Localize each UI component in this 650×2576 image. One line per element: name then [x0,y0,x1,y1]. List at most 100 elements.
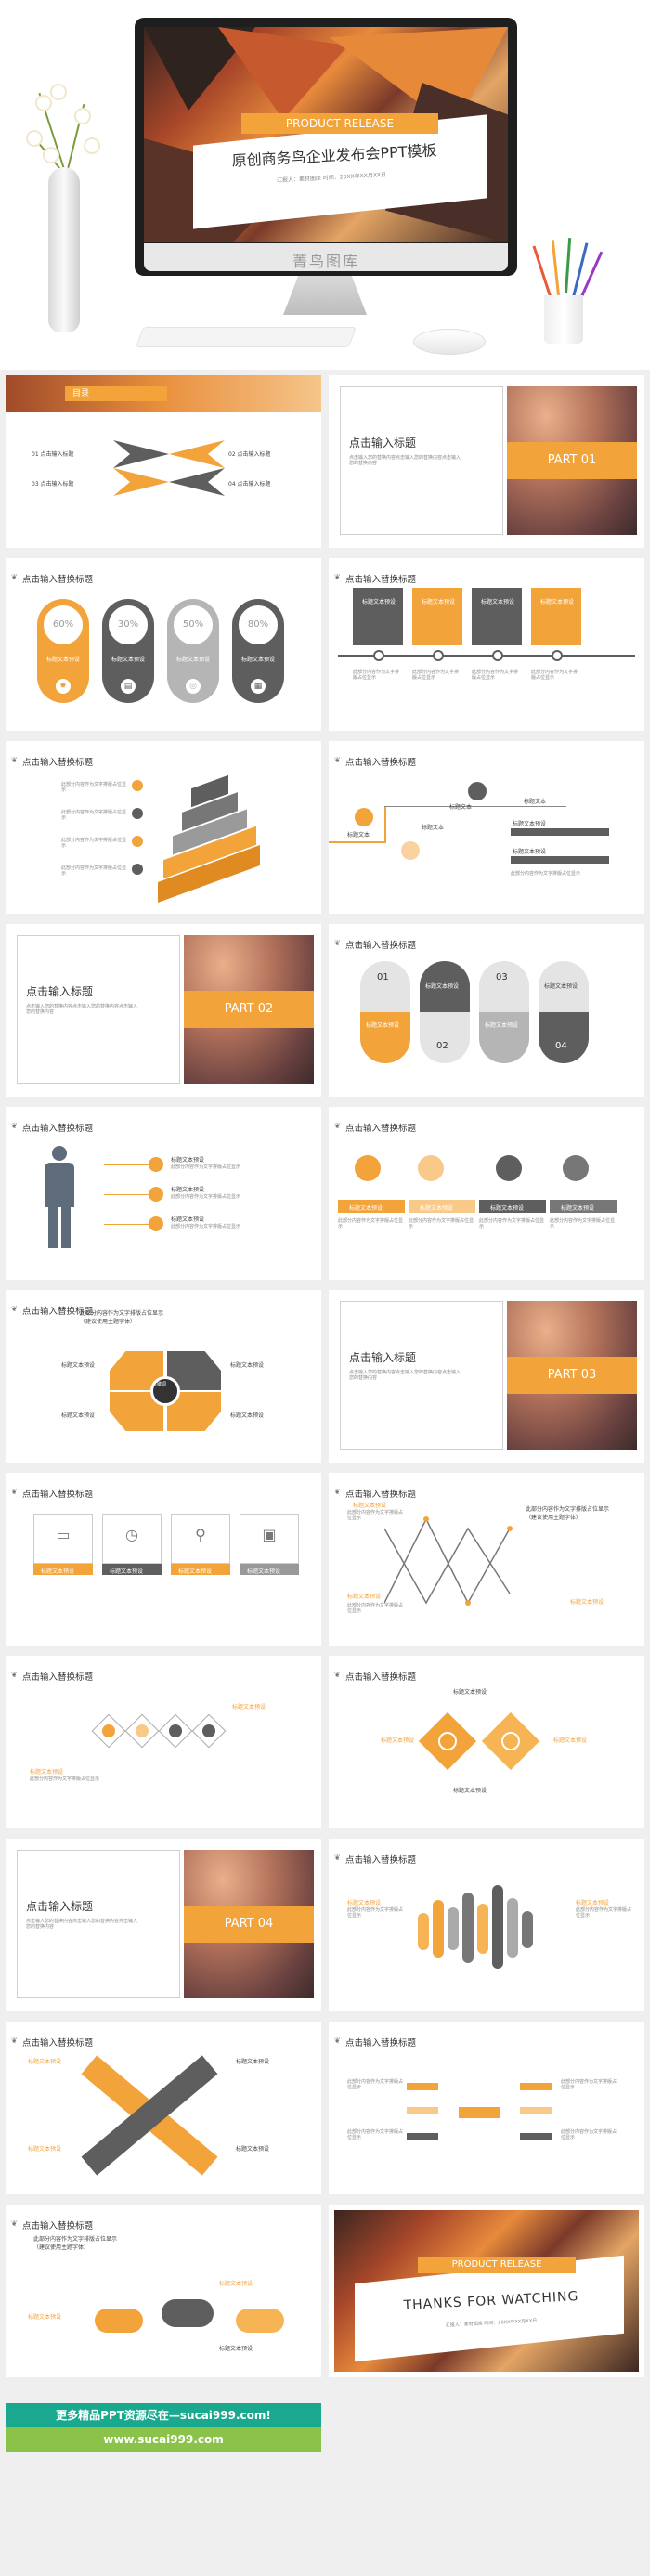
slide-branch-timeline[interactable]: ❦ 点击输入替换标题 标题文本 标题文本 标题文本 标题文本 标题文本预设 标题… [329,741,644,914]
section-desc: 点击输入您的替换内容点击输入您的替换内容点击输入您的替换内容 [349,455,462,467]
businessman-icon [41,1146,78,1248]
wave-bar [448,1907,459,1950]
map-desc: 此部分内容作为文字排版占位显示 [561,2079,618,2091]
toc-title: 目录 [65,386,167,401]
cloud-label: 标题文本预设 [219,2281,254,2287]
part-frame [17,935,180,1084]
slide-icon-cards[interactable]: ❦ 点击输入替换标题 ▭ ◷ ⚲ ▣ 标题文本预设 标题文本预设 标题文本预设 … [6,1473,321,1646]
zig-label: 标题文本预设 [347,1594,382,1600]
flow-label: 标题文本预设 [30,1769,64,1776]
hex-label: 标题文本预设 [61,1362,96,1369]
flower [76,110,89,123]
step-dot [149,1216,163,1231]
branch-label: 标题文本 [347,832,370,839]
leaf-icon: ❦ [334,1122,341,1130]
branch-line [384,806,566,807]
top-note: 此部分内容作为文字排版占位显示 （建议使用主题字体） [33,2236,118,2251]
leaf-icon: ❦ [11,1671,18,1679]
send-icon [132,864,143,875]
tile-desc: 此部分内容作为文字排版占位显示 [409,1218,474,1230]
slide-cloud-flow[interactable]: ❦ 点击输入替换标题 此部分内容作为文字排版占位显示 （建议使用主题字体） 标题… [6,2205,321,2377]
slide-timeline-boxes[interactable]: ❦ 点击输入替换标题 标题文本预设 标题文本预设 标题文本预设 标题文本预设 此… [329,558,644,731]
slide-wave-bars[interactable]: ❦ 点击输入替换标题 标题文本预设 标题文本预设 此部分内容作为文字排版占位显示… [329,1839,644,2011]
tile-label: 标题文本预设 [490,1205,525,1212]
part-frame [340,386,503,535]
wave-label: 标题文本预设 [576,1900,610,1906]
tile-label: 标题文本预设 [561,1205,595,1212]
slide-heading: 点击输入替换标题 [22,575,94,585]
capsule-label: 标题文本预设 [366,1022,400,1029]
percent-ring: 60% [41,603,85,647]
slide-part-02[interactable]: 点击输入标题 点击输入您的替换内容点击输入您的替换内容点击输入您的替换内容 PA… [6,924,321,1097]
info-label: 标题文本预设 [513,821,547,827]
promo-line-1[interactable]: 更多精品PPT资源尽在—sucai999.com! [6,2403,321,2427]
gear-icon: ✹ [56,679,71,694]
capsule-label: 标题文本预设 [485,1022,519,1029]
leaf-icon: ❦ [11,2219,18,2228]
refresh-icon [438,1732,457,1750]
wave-bar [477,1904,488,1954]
section-desc: 点击输入您的替换内容点击输入您的替换内容点击输入您的替换内容 [26,1004,138,1016]
gear-icon [169,1724,182,1737]
slide-thanks[interactable]: PRODUCT RELEASE THANKS FOR WATCHING 汇报人：… [329,2205,644,2377]
slide-hexagon[interactable]: ❦ 点击输入替换标题 此部分内容作为文字排版占位显示 （建议使用主题字体） 关键… [6,1290,321,1463]
map-desc: 此部分内容作为文字排版占位显示 [347,2129,404,2141]
wave-bar [462,1893,474,1963]
flower [85,139,98,152]
slide-cross-arrows[interactable]: ❦ 点击输入替换标题 标题文本预设 标题文本预设 标题文本预设 标题文本预设 [6,2022,321,2194]
step-label: 标题文本预设 [171,1157,205,1164]
user-icon [401,841,420,860]
slide-icon-tiles[interactable]: ❦ 点击输入替换标题 标题文本预设 标题文本预设 标题文本预设 标题文本预设 此… [329,1107,644,1280]
slide-toc[interactable]: 目录 01 点击输入标题 03 点击输入标题 02 点击输入标题 04 点击输入… [6,375,321,548]
arrow-label: 标题文本预设 [28,2059,62,2065]
card-bar [171,1564,230,1575]
capsule [420,961,470,1063]
section-title: 点击输入标题 [26,1900,94,1913]
info-desc: 此部分内容作为文字排版占位显示 [511,871,581,877]
wave-label: 标题文本预设 [347,1900,382,1906]
pair-label: 标题文本预设 [381,1737,415,1744]
zig-label: 标题文本预设 [353,1503,387,1509]
slide-part-01[interactable]: 点击输入标题 点击输入您的替换内容点击输入您的替换内容点击输入您的替换内容 PA… [329,375,644,548]
timeline-dot [433,650,444,661]
slide-number-capsules[interactable]: ❦ 点击输入替换标题 01 02 03 04 标题文本预设 标题文本预设 标题文… [329,924,644,1097]
node-icon [355,808,373,826]
slide-diamond-pair[interactable]: ❦ 点击输入替换标题 标题文本预设 标题文本预设 标题文本预设 标题文本预设 [329,1656,644,1828]
pencil-cup [544,295,583,344]
leaf-icon: ❦ [334,939,341,947]
map-node [520,2083,552,2090]
capsule-label: 标题文本预设 [425,983,460,990]
slide-percent-pills[interactable]: ❦ 点击输入替换标题 60% 30% 50% 80% 标题文本预设 标题文本预设… [6,558,321,731]
slide-person-steps[interactable]: ❦ 点击输入替换标题 标题文本预设 标题文本预设 标题文本预设 此部分内容作为文… [6,1107,321,1280]
leaf-icon: ❦ [334,1854,341,1862]
leaf-icon: ❦ [11,756,18,764]
slide-zigzag[interactable]: ❦ 点击输入替换标题 此部分内容作为文字排版占位显示 （建议使用主题字体） 标题… [329,1473,644,1646]
capsule [360,961,410,1063]
part-label: PART 04 [184,1906,314,1943]
branch-line [384,806,386,843]
user-icon [132,808,143,819]
pyramid-desc: 此部分内容作为文字排版占位显示 [61,782,127,794]
timeline-desc: 此部分内容作为文字排版占位显示 [531,670,578,682]
pill-label: 标题文本预设 [46,657,81,663]
map-node [407,2083,438,2090]
slide-part-03[interactable]: 点击输入标题 点击输入您的替换内容点击输入您的替换内容点击输入您的替换内容 PA… [329,1290,644,1463]
slide-diamond-flow[interactable]: ❦ 点击输入替换标题 标题文本预设 标题文本预设 此部分内容作为文字排版占位显示 [6,1656,321,1828]
gear-icon [102,1724,115,1737]
percent-ring: 30% [106,603,150,647]
map-node [407,2107,438,2114]
box-label: 标题文本预设 [422,599,456,605]
leaf-icon: ❦ [11,573,18,581]
pyramid-diagram [158,774,260,904]
capsule-number: 01 [377,972,389,982]
slide-mind-map[interactable]: ❦ 点击输入替换标题 此部分内容作为文字排版占位显示 此部分内容作为文字排版占位… [329,2022,644,2194]
bag-icon-card: ▣ [240,1514,299,1564]
cloud-label: 标题文本预设 [28,2314,62,2321]
promo-line-2[interactable]: www.sucai999.com [6,2427,321,2452]
slide-part-04[interactable]: 点击输入标题 点击输入您的替换内容点击输入您的替换内容点击输入您的替换内容 PA… [6,1839,321,2011]
slide-pyramid[interactable]: ❦ 点击输入替换标题 此部分内容作为文字排版占位显示 此部分内容作为文字排版占位… [6,741,321,914]
cloud-shape [95,2309,143,2333]
flower [37,97,50,110]
leaf-icon: ❦ [334,1671,341,1679]
